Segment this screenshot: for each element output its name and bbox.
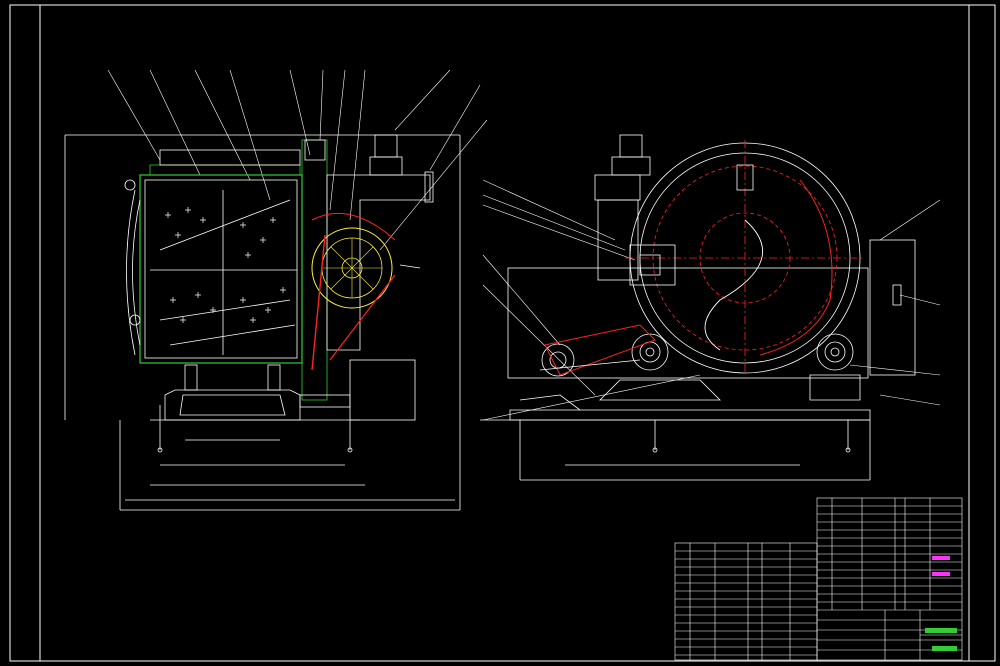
parts-list-table [674, 497, 963, 661]
sheet-outer-border [9, 4, 996, 662]
right-table-rows [817, 505, 962, 651]
left-table-rows [675, 550, 817, 656]
left-section-view [64, 69, 488, 511]
right-front-view [480, 134, 941, 481]
left-top-leaders [107, 69, 488, 251]
drum-housing [139, 174, 303, 364]
sheet-inner-frame [39, 4, 970, 662]
drive-pulley [311, 227, 393, 309]
perforation-marks [165, 207, 286, 323]
